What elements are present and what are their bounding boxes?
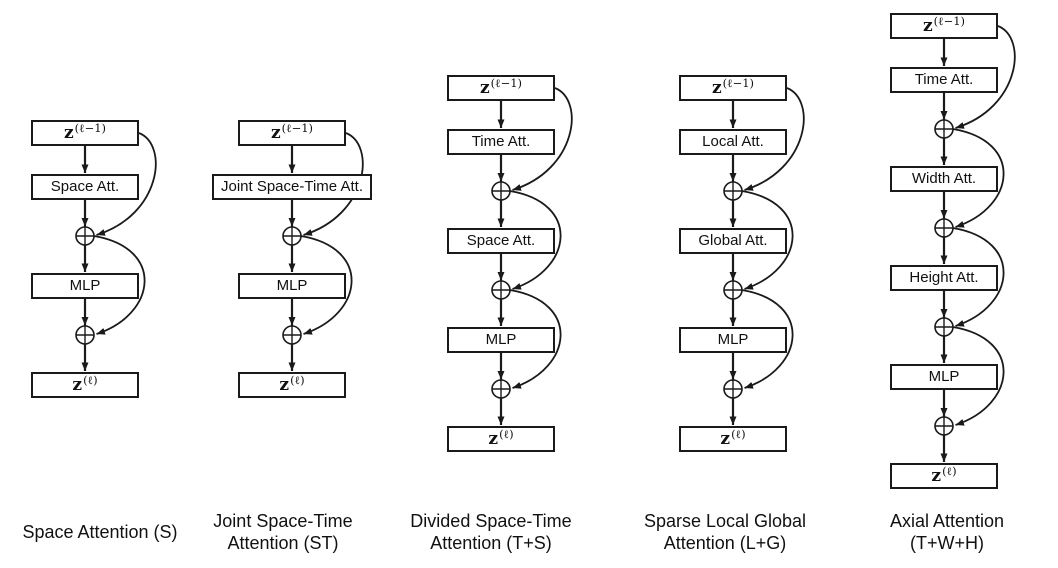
token-symbol: z — [279, 374, 290, 395]
time-att-block: Time Att. — [447, 128, 555, 155]
caption-line: Attention (T+S) — [430, 533, 552, 553]
residual-add-3-circle-plus-icon — [934, 317, 954, 337]
token-superscript: (ℓ) — [83, 372, 98, 387]
token-superscript: (ℓ) — [499, 426, 514, 441]
local-att-block: Local Att. — [679, 128, 787, 155]
caption-line: (T+W+H) — [910, 533, 984, 553]
token-superscript: (ℓ) — [942, 463, 957, 478]
residual-skip-connection — [300, 235, 353, 335]
token-superscript: (ℓ) — [731, 426, 746, 441]
residual-skip-connection — [93, 235, 146, 335]
residual-add-3-circle-plus-icon — [723, 379, 743, 399]
mlp-block: MLP — [238, 272, 346, 299]
caption-line: Attention (ST) — [227, 533, 339, 553]
token-superscript: (ℓ) — [290, 372, 305, 387]
residual-add-1-circle-plus-icon — [934, 119, 954, 139]
token-symbol: z — [931, 465, 942, 486]
residual-skip-connection — [741, 289, 794, 389]
input-token-block: z(ℓ−1) — [31, 120, 139, 146]
residual-skip-connection — [955, 25, 1016, 129]
residual-skip-connection — [509, 289, 562, 389]
caption-line: Axial Attention — [889, 511, 1005, 531]
token-symbol: z — [488, 428, 499, 449]
input-token-block: z(ℓ−1) — [679, 75, 787, 101]
input-token-block: z(ℓ−1) — [238, 120, 346, 146]
input-token-block: z(ℓ−1) — [447, 75, 555, 101]
mlp-block: MLP — [31, 272, 139, 299]
height-att-block: Height Att. — [890, 264, 998, 291]
residual-skip-connection — [952, 326, 1005, 426]
caption-line: Divided Space-Time — [410, 511, 572, 531]
token-symbol: z — [720, 428, 731, 449]
token-symbol: z — [711, 78, 722, 98]
residual-skip-connection — [952, 128, 1005, 228]
caption-axial-attention-t-plus-w-plus-h: Axial Attention(T+W+H) — [807, 510, 1058, 554]
caption-line: Space Attention (S) — [22, 522, 178, 542]
output-token-block: z(ℓ) — [447, 425, 555, 452]
mlp-block: MLP — [890, 363, 998, 390]
token-symbol: z — [270, 123, 281, 143]
caption-line: Attention (L+G) — [663, 533, 787, 553]
output-token-block: z(ℓ) — [238, 371, 346, 398]
residual-add-2-circle-plus-icon — [491, 280, 511, 300]
residual-add-4-circle-plus-icon — [934, 416, 954, 436]
token-superscript: (ℓ−1) — [490, 76, 523, 90]
caption-line: Sparse Local Global — [643, 511, 807, 531]
residual-add-2-circle-plus-icon — [282, 325, 302, 345]
token-superscript: (ℓ−1) — [281, 121, 314, 135]
time-att-block: Time Att. — [890, 66, 998, 93]
token-superscript: (ℓ−1) — [933, 14, 966, 28]
width-att-block: Width Att. — [890, 165, 998, 192]
residual-skip-connection — [96, 132, 157, 236]
residual-skip-connection — [741, 190, 794, 290]
token-symbol: z — [479, 78, 490, 98]
token-symbol: z — [72, 374, 83, 395]
space-att-block: Space Att. — [447, 227, 555, 254]
mlp-block: MLP — [679, 326, 787, 353]
residual-add-2-circle-plus-icon — [723, 280, 743, 300]
global-att-block: Global Att. — [679, 227, 787, 254]
token-superscript: (ℓ−1) — [74, 121, 107, 135]
residual-skip-connection — [744, 87, 805, 191]
residual-add-1-circle-plus-icon — [491, 181, 511, 201]
mlp-block: MLP — [447, 326, 555, 353]
residual-skip-connection — [512, 87, 573, 191]
residual-add-2-circle-plus-icon — [75, 325, 95, 345]
output-token-block: z(ℓ) — [679, 425, 787, 452]
output-token-block: z(ℓ) — [31, 371, 139, 398]
residual-skip-connection — [509, 190, 562, 290]
residual-add-3-circle-plus-icon — [491, 379, 511, 399]
token-symbol: z — [922, 16, 933, 36]
token-symbol: z — [63, 123, 74, 143]
joint-space-time-att-block: Joint Space-Time Att. — [212, 173, 372, 200]
space-att-block: Space Att. — [31, 173, 139, 200]
token-superscript: (ℓ−1) — [722, 76, 755, 90]
output-token-block: z(ℓ) — [890, 462, 998, 489]
residual-add-1-circle-plus-icon — [75, 226, 95, 246]
input-token-block: z(ℓ−1) — [890, 13, 998, 39]
caption-space-attention-s: Space Attention (S) — [0, 521, 240, 543]
residual-skip-connection — [952, 227, 1005, 327]
residual-add-1-circle-plus-icon — [723, 181, 743, 201]
residual-add-2-circle-plus-icon — [934, 218, 954, 238]
caption-line: Joint Space-Time — [213, 511, 353, 531]
residual-add-1-circle-plus-icon — [282, 226, 302, 246]
